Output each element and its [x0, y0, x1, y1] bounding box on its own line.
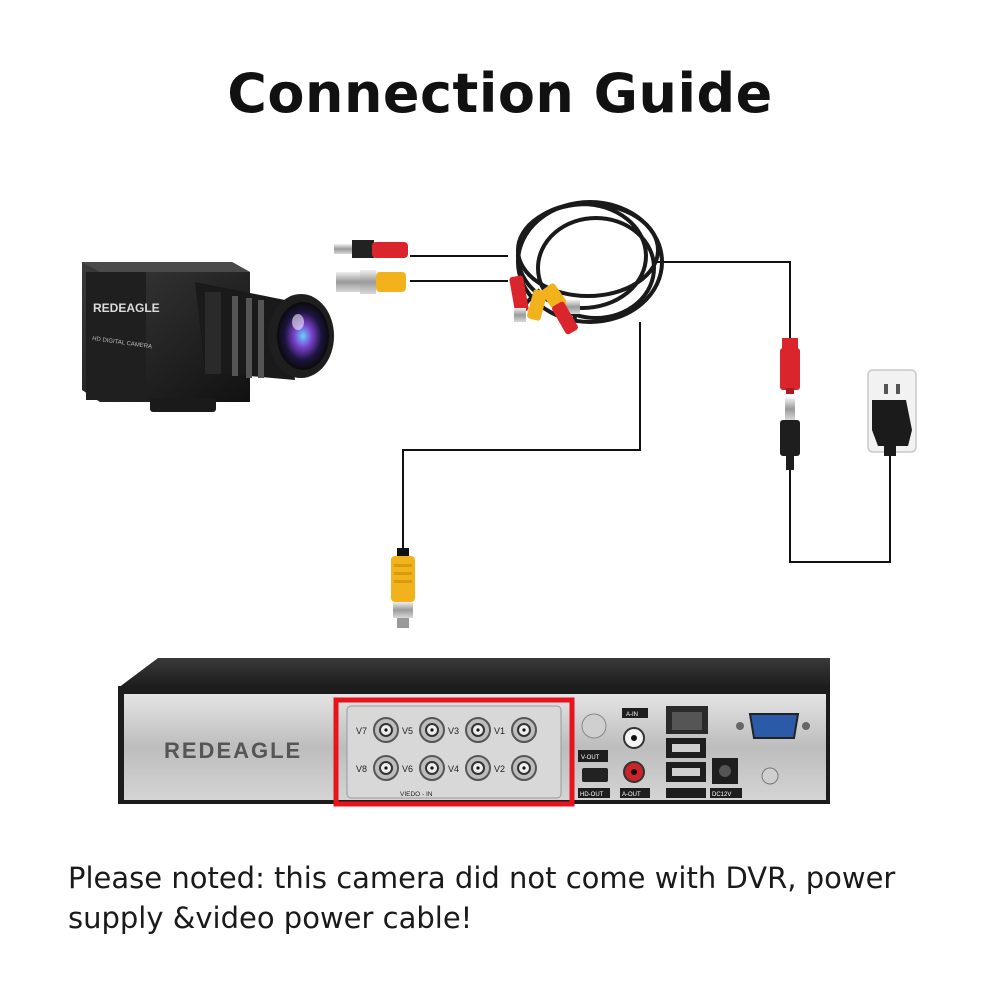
- channel-label-v4: V4: [448, 764, 459, 774]
- bnc-port-v8: V8: [356, 755, 399, 781]
- a-out-label: A-OUT: [622, 792, 641, 798]
- a-in-label: A-IN: [626, 712, 638, 718]
- bnc-port-v3: V3: [448, 717, 491, 743]
- channel-label-v3: V3: [448, 726, 459, 736]
- disclaimer-note: Please noted: this camera did not come w…: [68, 861, 896, 935]
- video-in-label: VIEDO - IN: [400, 791, 433, 798]
- bnc-port-v7: V7: [356, 717, 399, 743]
- channel-label-v7: V7: [356, 726, 367, 736]
- camera-brand: REDEAGLE: [93, 301, 160, 315]
- camera-power-plug: [334, 240, 408, 258]
- channel-label-v2: V2: [494, 764, 505, 774]
- power-adapter: [867, 369, 917, 456]
- channel-label-v8: V8: [356, 764, 367, 774]
- cable-yellow-plug-left: [527, 289, 547, 321]
- connection-lines: [402, 255, 891, 563]
- bnc-port-v4: V4: [448, 755, 491, 781]
- cable-red-plug-right: [552, 301, 578, 335]
- video-in-highlight: [333, 697, 575, 807]
- camera-bnc-plug: [336, 270, 406, 294]
- hd-out-label: HD-OUT: [580, 792, 604, 798]
- bnc-port-v2: V2: [494, 755, 537, 781]
- power-female-connector: [780, 338, 800, 394]
- camera: REDEAGLE HD DIGITAL CAMERA: [82, 262, 334, 412]
- dc12v-label: DC12V: [712, 792, 731, 798]
- cable-red-plug-left: [509, 275, 529, 322]
- channel-label-v5: V5: [402, 726, 413, 736]
- channel-label-v6: V6: [402, 764, 413, 774]
- bnc-port-v5: V5: [402, 717, 445, 743]
- page-title: Connection Guide: [227, 62, 773, 125]
- dvr-brand: REDEAGLE: [164, 738, 302, 763]
- bnc-port-v6: V6: [402, 755, 445, 781]
- bnc-port-v1: V1: [494, 717, 537, 743]
- power-male-connector: [780, 398, 800, 470]
- channel-label-v1: V1: [494, 726, 505, 736]
- dvr-bnc-plug: [391, 548, 415, 628]
- v-out-label: V-OUT: [581, 755, 600, 761]
